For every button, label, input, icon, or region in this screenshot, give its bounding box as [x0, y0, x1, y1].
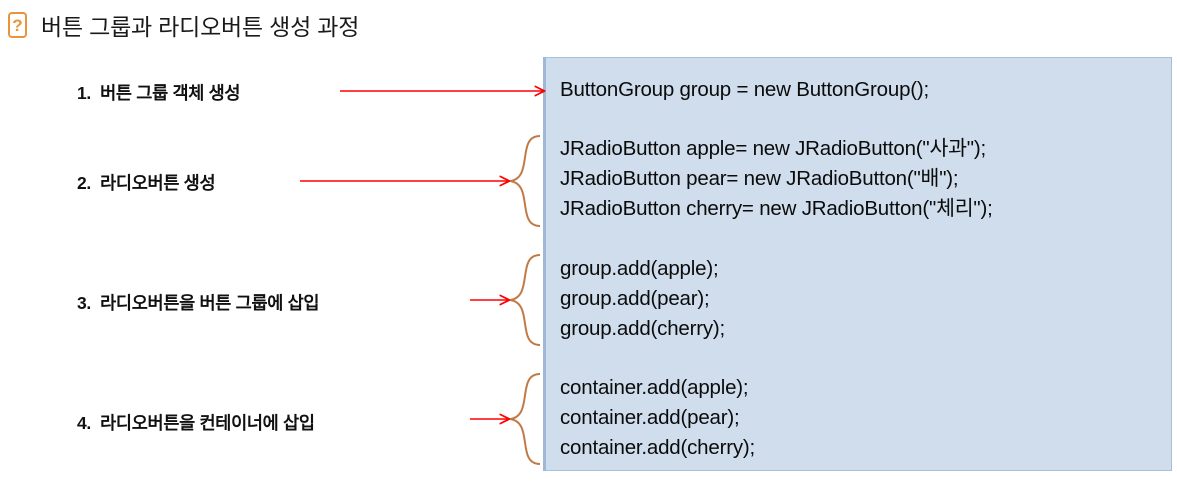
- code-line: group.add(apple);: [560, 257, 719, 280]
- code-block-3: group.add(apple); group.add(pear); group…: [560, 254, 725, 344]
- brace-step-2: [509, 135, 541, 227]
- code-line: container.add(cherry);: [560, 436, 756, 459]
- step-label-1: 1. 버튼 그룹 객체 생성: [77, 80, 241, 105]
- code-panel: ButtonGroup group = new ButtonGroup(); J…: [543, 57, 1172, 471]
- code-line: JRadioButton apple= new JRadioButton("사과…: [560, 137, 987, 160]
- code-line: JRadioButton cherry= new JRadioButton("체…: [560, 197, 993, 220]
- step-label-3: 3. 라디오버튼을 버튼 그룹에 삽입: [77, 290, 320, 315]
- code-line: group.add(pear);: [560, 287, 710, 310]
- code-line: JRadioButton pear= new JRadioButton("배")…: [560, 167, 959, 190]
- code-line: container.add(pear);: [560, 406, 740, 429]
- brace-step-3: [509, 254, 541, 346]
- brace-step-4: [509, 373, 541, 465]
- question-mark-icon: ?: [8, 12, 27, 38]
- step-number-2: 2.: [77, 173, 96, 193]
- step-text-3: 라디오버튼을 버튼 그룹에 삽입: [100, 293, 320, 313]
- code-line: container.add(apple);: [560, 376, 749, 399]
- step-text-2: 라디오버튼 생성: [100, 173, 216, 193]
- page-title: 버튼 그룹과 라디오버튼 생성 과정: [41, 14, 360, 40]
- code-block-2: JRadioButton apple= new JRadioButton("사과…: [560, 134, 993, 224]
- step-text-4: 라디오버튼을 컨테이너에 삽입: [100, 413, 315, 433]
- step-label-4: 4. 라디오버튼을 컨테이너에 삽입: [77, 410, 315, 435]
- step-label-2: 2. 라디오버튼 생성: [77, 170, 216, 195]
- step-number-1: 1.: [77, 83, 96, 103]
- code-line: group.add(cherry);: [560, 317, 726, 340]
- code-block-4: container.add(apple); container.add(pear…: [560, 373, 755, 463]
- step-text-1: 버튼 그룹 객체 생성: [100, 83, 241, 103]
- step-number-3: 3.: [77, 293, 96, 313]
- code-line: ButtonGroup group = new ButtonGroup();: [560, 78, 930, 101]
- step-number-4: 4.: [77, 413, 96, 433]
- code-block-1: ButtonGroup group = new ButtonGroup();: [560, 75, 929, 105]
- slide-header: ? 버튼 그룹과 라디오버튼 생성 과정: [8, 8, 359, 42]
